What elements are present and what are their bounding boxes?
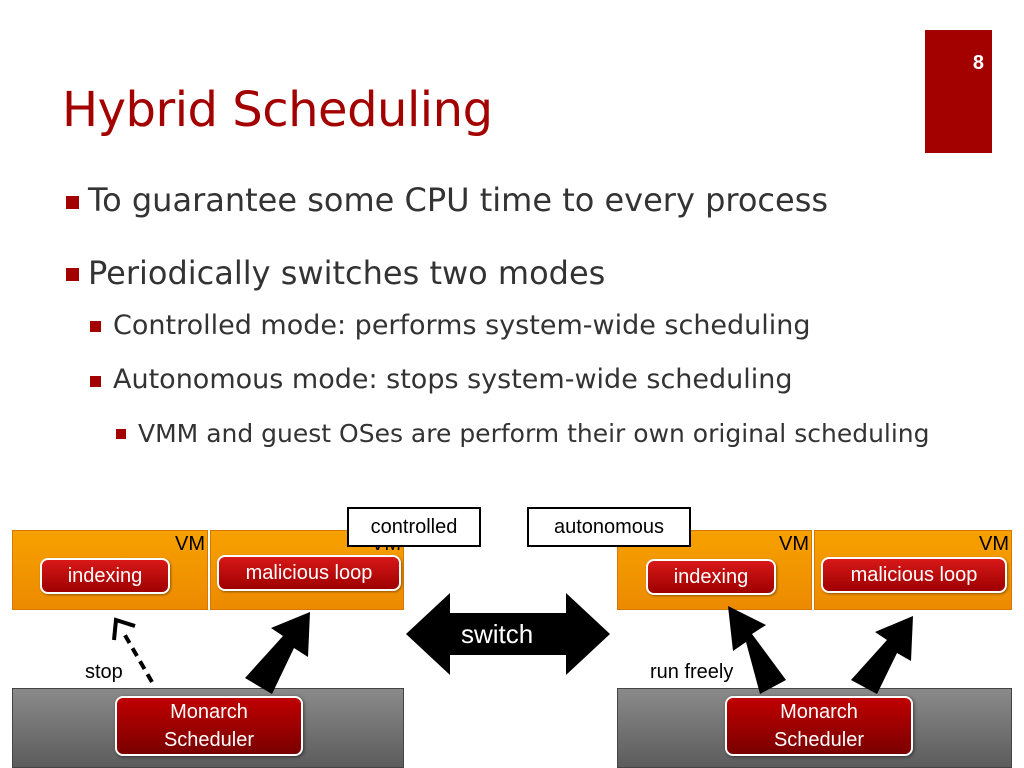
bullet-marker xyxy=(66,268,79,281)
switch-label: switch xyxy=(461,619,534,649)
caption-run-freely: run freely xyxy=(650,661,734,683)
sub-bullet-item: Controlled mode: performs system-wide sc… xyxy=(113,310,811,341)
process-indexing: indexing xyxy=(40,558,170,594)
bullet-marker xyxy=(90,321,101,332)
bullet-item: Periodically switches two modes xyxy=(88,254,606,292)
page-number-badge: 8 xyxy=(925,30,992,153)
bullet-marker xyxy=(90,376,101,387)
scheduler-line-2: Scheduler xyxy=(163,729,255,751)
vm-label: VM xyxy=(175,533,205,555)
vm-box: VM malicious loop xyxy=(814,530,1012,610)
sub-sub-bullet-item: VMM and guest OSes are perform their own… xyxy=(138,419,930,448)
monarch-scheduler: Monarch Scheduler xyxy=(725,696,913,756)
vm-box: VM indexing xyxy=(12,530,208,610)
host-bar: Monarch Scheduler xyxy=(12,688,404,768)
bullet-marker xyxy=(116,429,126,439)
page-number: 8 xyxy=(972,52,984,74)
sub-bullet-item: Autonomous mode: stops system-wide sched… xyxy=(113,364,793,395)
process-malicious-loop: malicious loop xyxy=(821,557,1007,593)
process-malicious-loop: malicious loop xyxy=(217,555,401,591)
slide-title: Hybrid Scheduling xyxy=(62,82,493,138)
monarch-scheduler: Monarch Scheduler xyxy=(115,696,303,756)
scheduler-line-1: Monarch xyxy=(780,701,858,723)
run-freely-arrow xyxy=(728,606,786,694)
caption-stop: stop xyxy=(85,661,123,683)
vm-label: VM xyxy=(979,533,1009,555)
bullet-marker xyxy=(66,196,79,209)
scheduler-line-2: Scheduler xyxy=(773,729,865,751)
vm-label: VM xyxy=(779,533,809,555)
run-freely-arrow xyxy=(851,616,913,694)
host-bar: Monarch Scheduler xyxy=(617,688,1012,768)
scheduler-line-1: Monarch xyxy=(170,701,248,723)
mode-controlled-label: controlled xyxy=(347,507,481,547)
control-arrow xyxy=(245,612,310,694)
bullet-item: To guarantee some CPU time to every proc… xyxy=(88,181,829,219)
process-indexing: indexing xyxy=(646,559,776,595)
mode-autonomous-label: autonomous xyxy=(527,507,691,547)
